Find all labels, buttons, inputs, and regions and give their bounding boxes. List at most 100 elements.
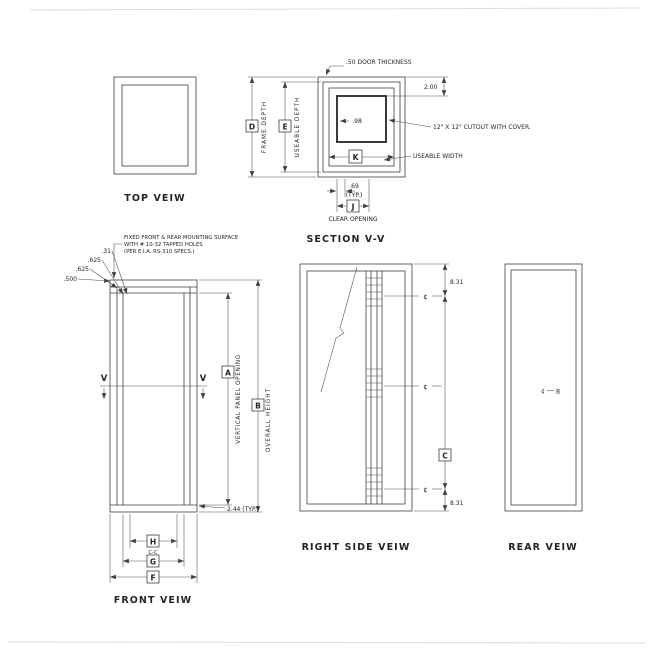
useable-depth-label: USEABLE DEPTH: [295, 97, 301, 158]
cutout-note-label: 12" X 12" CUTOUT WITH COVER.: [433, 124, 531, 131]
section-plane-marks: V V: [100, 374, 207, 399]
break-line: [320, 266, 358, 393]
top-view-title: TOP VEIW: [124, 193, 185, 204]
clear-opening-label: CLEAR OPENING: [328, 216, 377, 223]
dim-244-note: 2.44 (TYP.): [198, 504, 259, 513]
dim-A: A VERTICAL PANEL OPENING: [199, 292, 242, 506]
right-outer-outline: [299, 263, 413, 512]
right-side-view: ¢ ¢ ¢ 8.31 C 8.31 RIGHT SIDE VEIW: [299, 263, 464, 553]
dim-letter-box: [146, 570, 160, 584]
leader-line: [111, 243, 122, 278]
frame-depth-label: FRAME DEPTH: [262, 101, 268, 153]
rear-center-mark: ¢ B: [541, 388, 560, 396]
dim-2-00: 2.00: [386, 76, 448, 97]
dim-letter-f: F: [150, 574, 155, 583]
useable-width-note: USEABLE WIDTH: [383, 153, 463, 162]
dim-244-label: 2.44 (TYP.): [227, 506, 259, 513]
top-view: TOP VEIW: [113, 76, 197, 204]
section-cutout-outline: [336, 95, 387, 143]
rail-hole-ticks: [366, 277, 382, 497]
front-outer-outline: [109, 279, 198, 513]
dim-831-top-label: 8.31: [450, 279, 464, 286]
dim-letter-h: H: [150, 538, 156, 547]
dim-letter-box: [221, 365, 235, 379]
mounting-rails: [365, 271, 383, 504]
dim-625-label: .625: [88, 257, 102, 264]
scan-artifact: [29, 7, 641, 11]
section-bottom-dims: .69 (TYP.) J CLEAR OPENING: [327, 179, 378, 223]
dim-letter-c: C: [442, 452, 448, 461]
overall-height-label: OVERALL HEIGHT: [266, 388, 272, 452]
dim-letter-box: [146, 534, 160, 548]
useable-width-label: USEABLE WIDTH: [413, 153, 463, 160]
dim-E: E USEABLE DEPTH: [278, 81, 321, 173]
typ-label: (TYP.): [346, 192, 363, 199]
dim-98: .98: [340, 118, 362, 125]
dim-letter-e: E: [282, 123, 287, 132]
centerline-symbol: ¢: [423, 383, 427, 391]
dim-625-label: .625: [76, 266, 90, 273]
dim-letter-g: G: [150, 558, 156, 567]
vertical-panel-opening-label: VERTICAL PANEL OPENING: [236, 354, 242, 444]
top-view-inner-outline: [121, 84, 189, 167]
front-bottom-dims: H C-C G F: [109, 514, 198, 584]
front-view-title: FRONT VEIW: [114, 595, 192, 606]
rear-view-title: REAR VEIW: [508, 542, 578, 553]
dim-letter-box: [346, 199, 360, 213]
leader-line: [388, 118, 432, 128]
dim-letter-box: [438, 448, 452, 462]
door-thickness-note: .50 DOOR THICKNESS: [325, 59, 412, 76]
dim-K: K: [329, 149, 394, 164]
dim-D: D FRAME DEPTH: [245, 76, 316, 178]
front-view: FIXED FRONT & REAR MOUNTING SURFACE WITH…: [64, 235, 272, 606]
leader-line: [89, 268, 118, 289]
callout-line3: (PER E.I.A. RS-310 SPECS.): [124, 249, 195, 255]
section-mark-v-right: V: [200, 374, 207, 384]
section-frame-outline: [322, 81, 401, 173]
rear-inner-outline: [510, 269, 577, 506]
dim-69-label: .69: [349, 183, 359, 190]
leader-line: [101, 259, 124, 295]
dim-letter-box: [251, 398, 265, 412]
centerline-marks: ¢ ¢ ¢: [384, 293, 442, 494]
dim-500-label: .500: [64, 276, 78, 283]
dim-B: B OVERALL HEIGHT: [199, 279, 272, 513]
centerline-symbol: ¢: [423, 293, 427, 301]
section-view: D FRAME DEPTH E USEABLE DEPTH .50 DOOR T…: [245, 59, 531, 245]
leader-line: [325, 65, 344, 76]
dim-831-bot-label: 8.31: [450, 500, 464, 507]
dim-letter-k: K: [353, 153, 360, 162]
section-outer-outline: [317, 76, 406, 178]
leader-line: [383, 155, 412, 162]
right-inner-outline: [306, 270, 406, 505]
rear-outer-outline: [504, 263, 583, 512]
callout-line1: FIXED FRONT & REAR MOUNTING SURFACE: [124, 235, 239, 241]
dim-letter-box: [278, 119, 292, 133]
centerline-symbol: ¢: [541, 388, 545, 395]
dim-letter-box: [348, 149, 363, 164]
section-view-title: SECTION V-V: [306, 234, 385, 245]
dim-letter-a: A: [225, 369, 231, 378]
centerline-symbol: ¢: [423, 486, 427, 494]
right-dim-chain: 8.31 C 8.31: [414, 263, 464, 512]
dim-letter-b: B: [255, 402, 261, 411]
dim-letter-d: D: [249, 123, 255, 132]
dim-98-label: .98: [352, 118, 362, 125]
callout-line2: WITH # 10-32 TAPPED HOLES: [124, 242, 203, 248]
scan-artifact: [7, 641, 647, 644]
rear-dim-b-label: B: [556, 389, 560, 396]
leader-line: [111, 250, 128, 295]
section-useable-outline: [328, 87, 395, 167]
leader-line: [77, 278, 111, 283]
right-view-title: RIGHT SIDE VEIW: [302, 542, 411, 553]
mounting-callout: FIXED FRONT & REAR MOUNTING SURFACE WITH…: [111, 235, 239, 278]
dim-letter-j: J: [351, 203, 355, 212]
dim-31-label: .31: [101, 248, 111, 255]
dim-letter-box: [146, 554, 160, 568]
section-mark-v-left: V: [101, 374, 108, 384]
rear-view: ¢ B REAR VEIW: [504, 263, 583, 553]
dim-cc-label: C-C: [148, 550, 158, 556]
door-thickness-label: .50 DOOR THICKNESS: [346, 59, 412, 66]
